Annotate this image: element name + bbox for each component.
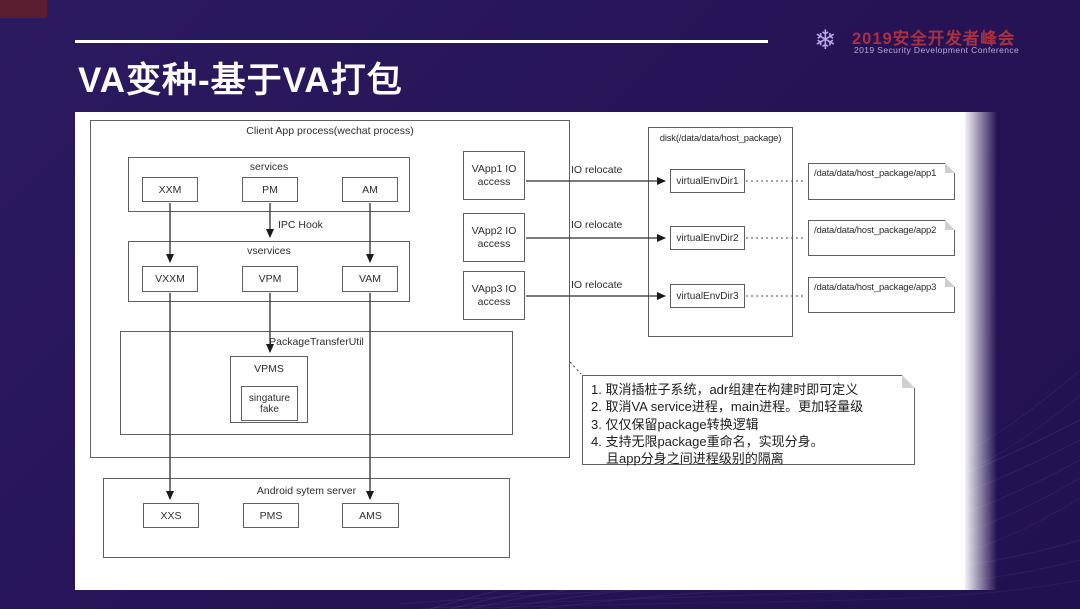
path-note-app2: /data/data/host_package/app2 bbox=[808, 220, 955, 256]
box-vam: VAM bbox=[342, 266, 398, 292]
conference-logo-title: 2019安全开发者峰会 bbox=[852, 30, 1016, 48]
annotation-note: 1. 取消插桩子系统，adr组建在构建时即可定义 2. 取消VA service… bbox=[582, 375, 915, 467]
note-line-4: 4. 支持无限package重命名，实现分身。 bbox=[591, 433, 824, 449]
header-divider-line bbox=[75, 40, 768, 43]
canvas-right-fade bbox=[963, 112, 997, 590]
note-line-5: 且app分身之间进程级别的隔离 bbox=[606, 451, 784, 467]
conference-logo-subtitle: 2019 Security Development Conference bbox=[854, 45, 1020, 55]
note-line-2: 2. 取消VA service进程，main进程。更加轻量级 bbox=[591, 399, 864, 415]
virtual-env-dir2-box: virtualEnvDir2 bbox=[670, 226, 745, 250]
virtual-env-dir3-box: virtualEnvDir3 bbox=[670, 284, 745, 308]
vapp1-io-access-box: VApp1 IO access bbox=[463, 151, 525, 200]
box-am: AM bbox=[342, 177, 398, 202]
vservices-label: vservices bbox=[247, 245, 291, 257]
client-app-process-label: Client App process(wechat process) bbox=[246, 125, 414, 137]
virtual-env-dir1-box: virtualEnvDir1 bbox=[670, 169, 745, 193]
disk-label: disk(/data/data/host_package) bbox=[659, 133, 782, 144]
ipc-hook-label: IPC Hook bbox=[278, 219, 323, 231]
box-xxm: XXM bbox=[142, 177, 198, 202]
io-relocate-label-3: IO relocate bbox=[571, 279, 623, 291]
note-line-3: 3. 仅仅保留package转换逻辑 bbox=[591, 416, 759, 432]
slide-title: VA变种-基于VA打包 bbox=[78, 61, 403, 100]
vpms-label: VPMS bbox=[254, 363, 284, 375]
services-label: services bbox=[249, 161, 289, 173]
package-transfer-util-box: PackageTransferUtil bbox=[120, 331, 513, 435]
box-pms: PMS bbox=[243, 503, 299, 528]
vapp3-io-access-box: VApp3 IO access bbox=[463, 271, 525, 320]
signature-fake-box: singature fake bbox=[241, 386, 298, 421]
package-transfer-util-label: PackageTransferUtil bbox=[269, 336, 364, 348]
path-note-app1: /data/data/host_package/app1 bbox=[808, 163, 955, 200]
io-relocate-label-1: IO relocate bbox=[571, 164, 623, 176]
box-vpm: VPM bbox=[242, 266, 298, 292]
box-vxxm: VXXM bbox=[142, 266, 198, 292]
box-ams: AMS bbox=[342, 503, 399, 528]
path-note-app3: /data/data/host_package/app3 bbox=[808, 277, 955, 313]
box-pm: PM bbox=[242, 177, 298, 202]
conference-logo: ❄ 2019安全开发者峰会 2019 Security Development … bbox=[814, 24, 1024, 60]
android-system-server-label: Android sytem server bbox=[256, 485, 357, 497]
box-xxs: XXS bbox=[143, 503, 199, 528]
note-line-1: 1. 取消插桩子系统，adr组建在构建时即可定义 bbox=[591, 382, 859, 397]
io-relocate-label-2: IO relocate bbox=[571, 219, 623, 231]
snowflake-icon: ❄ bbox=[814, 25, 837, 55]
vapp2-io-access-box: VApp2 IO access bbox=[463, 213, 525, 262]
corner-accent-bar bbox=[0, 0, 47, 18]
